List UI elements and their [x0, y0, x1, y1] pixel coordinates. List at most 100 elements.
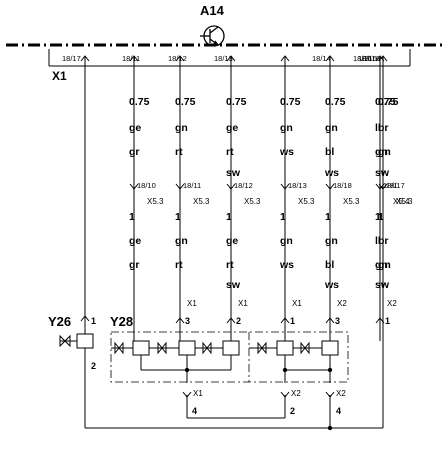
wire-label: bl — [325, 259, 334, 271]
y28-pin-label: 1 — [290, 316, 295, 326]
wire-label: sw — [375, 279, 390, 291]
splice-pin-label: 18/11 — [183, 181, 201, 190]
wire-label: ws — [324, 167, 339, 179]
y28-pin-label: 3 — [185, 316, 190, 326]
wire-label: gr — [129, 259, 140, 271]
splice-pin-label: 18/17 — [386, 181, 405, 190]
wire-label: 0.75 — [175, 96, 196, 108]
transistor-icon — [200, 25, 225, 47]
wire-label: 0.75 — [325, 96, 346, 108]
valve-y26-symbol — [59, 333, 94, 349]
wire-label: ws — [279, 259, 294, 271]
svg-text:X1: X1 — [193, 389, 203, 398]
connector-x1-box — [48, 49, 411, 67]
bottom-connector-2: X2 2 — [280, 389, 301, 416]
y28-pin-label: 3 — [335, 316, 340, 326]
wire-label: rt — [226, 259, 234, 271]
junction-dot — [184, 367, 190, 373]
wire-label: gn — [378, 259, 391, 271]
splice-pin-label: 18/13 — [288, 181, 307, 190]
splice-sub-label: X5.3 — [244, 197, 261, 206]
wire-label: 1 — [378, 211, 384, 223]
wire-label: gn — [325, 122, 338, 134]
y26-pin-top: 1 — [91, 316, 96, 326]
wire-label: gn — [378, 146, 391, 158]
wire-label: gr — [129, 146, 140, 158]
connector-x-label: X1 — [292, 299, 302, 308]
wire-label: ge — [226, 235, 238, 247]
wire-label: gn — [280, 122, 293, 134]
splice-sub-label: X5.3 — [343, 197, 360, 206]
valve-y28-symbols — [111, 340, 339, 383]
connector-x-label: X1 — [187, 299, 197, 308]
wire-column-1: 18/17 — [62, 54, 90, 334]
wire-label: ge — [129, 235, 141, 247]
wire-label: 0.75 — [375, 96, 396, 108]
svg-text:4: 4 — [336, 406, 341, 416]
wire-label: 1 — [175, 211, 181, 223]
wire-label: ge — [226, 122, 238, 134]
wire-label: 0.75 — [378, 96, 399, 108]
wire-label: 1 — [325, 211, 331, 223]
wire-label: gn — [175, 235, 188, 247]
wire-label: li — [375, 122, 381, 134]
wire-label: br — [378, 122, 389, 134]
wire-label: ge — [129, 122, 141, 134]
wire-label: gn — [280, 235, 293, 247]
wire-label: sw — [226, 279, 241, 291]
splice-sub-label: X5.4 — [393, 197, 410, 206]
x1-pin-label: 18/13 — [214, 54, 233, 63]
bottom-connector-3: X2 4 — [325, 389, 346, 416]
x1-pin-label: 18/16 — [358, 54, 377, 63]
wire-label: 1 — [226, 211, 232, 223]
wire-label: ws — [324, 279, 339, 291]
wire-label: gn — [375, 259, 388, 271]
splice-pin-label: 18/18 — [333, 181, 352, 190]
wire-label: rt — [226, 146, 234, 158]
x1-pin-label: 18/11 — [122, 54, 140, 63]
wire-label: sw — [226, 167, 241, 179]
wire-label: 1 — [375, 211, 381, 223]
connector-x-label: X2 — [337, 299, 347, 308]
wire-label: sw — [375, 167, 390, 179]
wire-label: 1 — [129, 211, 135, 223]
x1-pin-label: 18/17 — [62, 54, 81, 63]
wire-label: ll — [375, 235, 381, 247]
splice-sub-label: X5.3 — [147, 197, 164, 206]
y26-pin-bottom: 2 — [91, 361, 96, 371]
junction-dot — [327, 367, 333, 373]
junction-dot — [327, 425, 333, 431]
wire-label: gn — [325, 235, 338, 247]
bottom-ground-wiring — [84, 305, 384, 429]
wire-label: br — [378, 235, 389, 247]
valve-y26-label: Y26 — [48, 314, 71, 329]
connector-x-label: X1 — [238, 299, 248, 308]
component-a14-label: A14 — [200, 3, 225, 18]
splice-pin-label: 18/12 — [234, 181, 253, 190]
splice-sub-label: X5.3 — [193, 197, 210, 206]
wire-label: ws — [279, 146, 294, 158]
wire-label: gn — [375, 146, 388, 158]
wire-label: rt — [175, 259, 183, 271]
wire-label: 0.75 — [129, 96, 150, 108]
y28-pin-label: 2 — [236, 316, 241, 326]
splice-pin-label: 18/10 — [137, 181, 156, 190]
splice-sub-label: X5.3 — [298, 197, 315, 206]
svg-text:X2: X2 — [291, 389, 301, 398]
valve-y28-enclosure — [110, 331, 349, 383]
junction-dot — [282, 367, 288, 373]
svg-text:2: 2 — [290, 406, 295, 416]
x1-pin-label: 18/14 — [312, 54, 331, 63]
connector-x-label: X2 — [387, 299, 397, 308]
valve-y28-label: Y28 — [110, 314, 133, 329]
splice-sub-label: X5.3 — [396, 197, 413, 206]
connector-x1-label: X1 — [52, 69, 67, 83]
svg-text:X2: X2 — [336, 389, 346, 398]
